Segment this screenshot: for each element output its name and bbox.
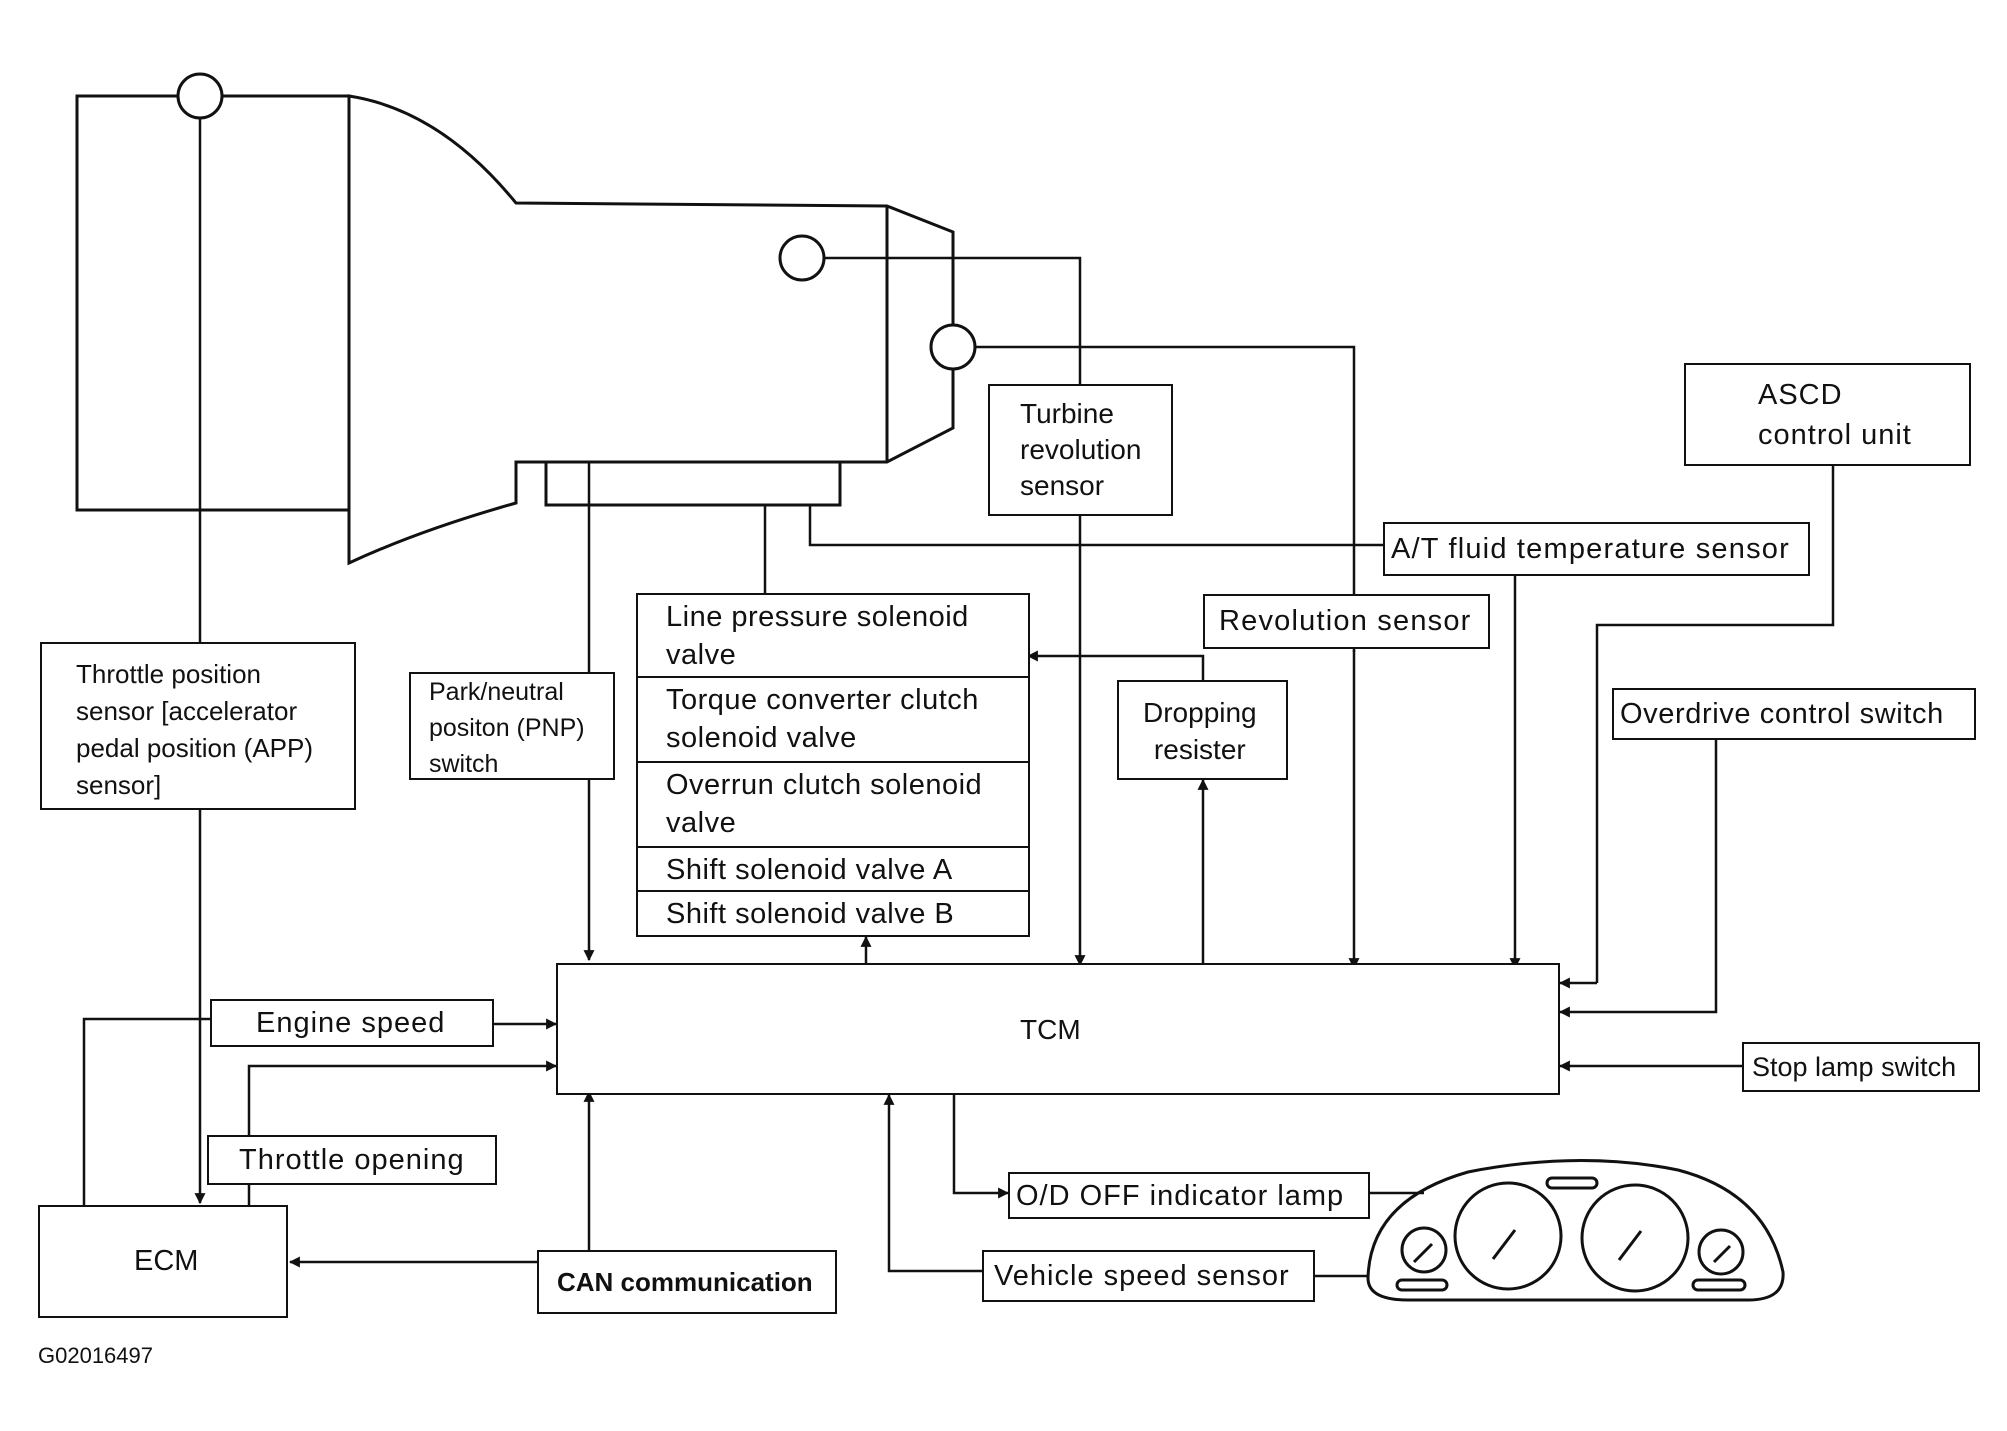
dropping-resister-box: Dropping resister bbox=[1117, 680, 1288, 780]
throttle-sensor-circle bbox=[176, 72, 224, 120]
at-fluid-temperature-sensor-box: A/T fluid temperature sensor bbox=[1383, 522, 1810, 576]
ecm-box: ECM bbox=[38, 1205, 288, 1318]
figure-id: G02016497 bbox=[38, 1343, 153, 1368]
solenoid-shift-b: Shift solenoid valve B bbox=[666, 898, 955, 930]
revolution-sensor-circle bbox=[929, 323, 977, 371]
tcm-label: TCM bbox=[1020, 1014, 1081, 1045]
can-communication-label: CAN communication bbox=[557, 1267, 813, 1297]
solenoid-line-pressure: Line pressure solenoid valve bbox=[638, 595, 1028, 678]
at-fluid-temperature-sensor-label: A/T fluid temperature sensor bbox=[1391, 533, 1790, 565]
revolution-sensor-box: Revolution sensor bbox=[1203, 594, 1490, 649]
solenoid-stack: Line pressure solenoid valve Torque conv… bbox=[636, 593, 1030, 937]
ecm-label: ECM bbox=[134, 1245, 199, 1277]
can-communication-box: CAN communication bbox=[537, 1250, 837, 1314]
pnp-switch-box: Park/neutral positon (PNP) switch bbox=[409, 672, 615, 780]
pnp-switch-label: Park/neutral positon (PNP) switch bbox=[429, 678, 585, 778]
overdrive-control-switch-label: Overdrive control switch bbox=[1620, 698, 1944, 730]
solenoid-shift-a: Shift solenoid valve A bbox=[638, 848, 1028, 892]
vehicle-speed-sensor-label: Vehicle speed sensor bbox=[994, 1260, 1290, 1292]
turbine-sensor-circle bbox=[778, 234, 826, 282]
stop-lamp-switch-box: Stop lamp switch bbox=[1742, 1042, 1980, 1092]
solenoid-overrun-clutch: Overrun clutch solenoid valve bbox=[638, 763, 1028, 848]
dropping-resister-label: Dropping resister bbox=[1143, 697, 1257, 765]
vehicle-speed-sensor-box: Vehicle speed sensor bbox=[982, 1250, 1315, 1302]
throttle-opening-box: Throttle opening bbox=[207, 1135, 497, 1185]
ascd-control-unit-box: ASCD control unit bbox=[1684, 363, 1971, 466]
od-off-indicator-lamp-label: O/D OFF indicator lamp bbox=[1016, 1180, 1345, 1212]
engine-speed-box: Engine speed bbox=[210, 999, 494, 1047]
throttle-opening-label: Throttle opening bbox=[239, 1144, 465, 1176]
instrument-cluster-illustration bbox=[1366, 1158, 1785, 1302]
turbine-revolution-sensor-label: Turbine revolution sensor bbox=[1020, 398, 1142, 501]
od-off-indicator-lamp-box: O/D OFF indicator lamp bbox=[1008, 1172, 1370, 1219]
throttle-position-sensor-box: Throttle position sensor [accelerator pe… bbox=[40, 642, 356, 810]
solenoid-torque-converter-clutch: Torque converter clutch solenoid valve bbox=[638, 678, 1028, 763]
tcm-box: TCM bbox=[556, 963, 1560, 1095]
engine-speed-label: Engine speed bbox=[256, 1007, 446, 1039]
turbine-revolution-sensor-box: Turbine revolution sensor bbox=[988, 384, 1173, 516]
throttle-position-sensor-label: Throttle position sensor [accelerator pe… bbox=[76, 659, 314, 800]
ascd-control-unit-label: ASCD control unit bbox=[1758, 379, 1912, 451]
revolution-sensor-label: Revolution sensor bbox=[1219, 605, 1472, 637]
overdrive-control-switch-box: Overdrive control switch bbox=[1612, 688, 1976, 740]
transmission-illustration bbox=[75, 72, 977, 566]
stop-lamp-switch-label: Stop lamp switch bbox=[1752, 1052, 1957, 1082]
